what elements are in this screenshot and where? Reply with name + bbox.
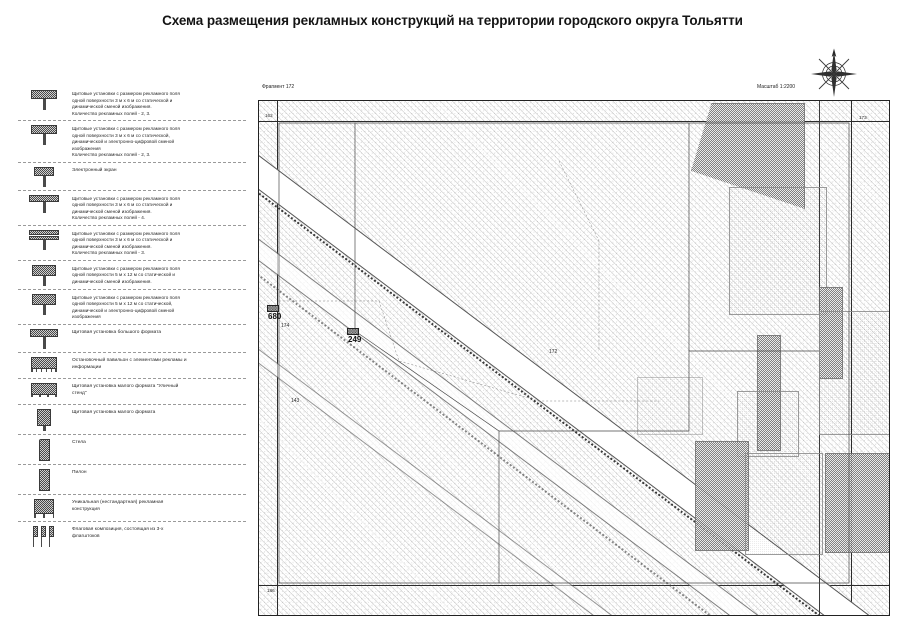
billboard-5x12-digital-icon	[18, 293, 70, 315]
map-frame-number: 162	[265, 113, 273, 118]
map-block	[825, 453, 889, 553]
billboard-marker-icon	[347, 328, 359, 335]
map-marker-249[interactable]: 249	[347, 328, 361, 344]
billboard-3x6-static-dynamic-icon	[18, 89, 70, 110]
legend-item-label: Щитовые установки с размером рекламного …	[72, 230, 180, 256]
legend-item: Щитовая установка большого формата	[18, 325, 246, 353]
large-format-billboard-icon	[18, 328, 70, 349]
map-block	[757, 335, 781, 451]
stela-icon	[18, 438, 70, 461]
map-block	[819, 311, 889, 435]
legend-item-label: Щитовые установки с размером рекламного …	[72, 195, 180, 221]
legend-item: Щитовые установки с размером рекламного …	[18, 121, 246, 163]
electronic-screen-icon	[18, 166, 70, 187]
map-frame-number: 173	[859, 115, 867, 120]
map-grid-line	[277, 101, 278, 615]
billboard-5x12-static-dynamic-icon	[18, 264, 70, 286]
map-marker-label: 680	[268, 311, 282, 321]
map-scale-label: Масштаб 1:2200	[757, 84, 796, 90]
legend-item-label: Щитовые установки с размером рекламного …	[72, 294, 180, 320]
map-block	[737, 391, 799, 457]
map-block	[819, 287, 843, 379]
legend-item: Щитовая установка малого формата	[18, 405, 246, 435]
compass-rose-icon	[808, 48, 860, 100]
map-number: 172	[549, 349, 558, 355]
legend-item: Флаговая композиция, состоящая из 3-х фл…	[18, 522, 246, 550]
small-format-street-stand-icon	[18, 382, 70, 397]
legend-item-label: Уникальная (нестандартная) рекламная кон…	[72, 499, 164, 512]
legend-item: Электронный экран	[18, 163, 246, 191]
legend-item: Щитовые установки с размером рекламного …	[18, 290, 246, 325]
map-block	[695, 441, 749, 551]
legend-item: Щитовые установки с размером рекламного …	[18, 86, 246, 122]
legend-item: Пилон	[18, 465, 246, 495]
legend-item: Стела	[18, 435, 246, 465]
legend-item: Щитовая установка малого формата "Уличны…	[18, 379, 246, 405]
bus-stop-pavilion-icon	[18, 356, 70, 372]
map-number: 143	[291, 398, 300, 404]
map-boundary-lines	[278, 122, 850, 584]
map-block	[745, 453, 823, 555]
small-format-billboard-icon	[18, 408, 70, 431]
legend-item-label: Щитовые установки с размером рекламного …	[72, 91, 180, 116]
flag-composition-icon	[18, 525, 70, 547]
legend-item-label: Остановочный павильон с элементами рекла…	[72, 357, 187, 370]
legend-item: Щитовые установки с размером рекламного …	[18, 226, 246, 261]
legend-item-label: Щитовые установки с размером рекламного …	[72, 126, 180, 158]
billboard-marker-icon	[267, 305, 279, 312]
legend-item: Уникальная (нестандартная) рекламная кон…	[18, 495, 246, 522]
legend-panel: Щитовые установки с размером рекламного …	[18, 86, 246, 550]
legend-item-label: Щитовая установка малого формата	[72, 409, 156, 415]
page-title: Схема размещения рекламных конструкций н…	[162, 13, 743, 28]
billboard-3x6-fields-3-icon	[18, 229, 70, 250]
legend-item-label: Щитовая установка малого формата "Уличны…	[72, 383, 179, 396]
map-number: 174	[281, 323, 290, 329]
map-block	[637, 377, 703, 435]
billboard-3x6-digital-icon	[18, 124, 70, 146]
legend-item-label: Электронный экран	[72, 167, 117, 173]
legend-item: Щитовые установки с размером рекламного …	[18, 191, 246, 226]
legend-item-label: Щитовые установки с размером рекламного …	[72, 265, 180, 284]
map-fragment-view[interactable]: 172 174 143 162 173 186 680 249	[258, 100, 890, 616]
map-marker-680[interactable]: 680	[267, 305, 281, 321]
billboard-3x6-fields-4-icon	[18, 194, 70, 213]
legend-item: Щитовые установки с размером рекламного …	[18, 261, 246, 290]
map-grid-line	[851, 101, 852, 615]
map-block	[729, 187, 827, 315]
legend-item: Остановочный павильон с элементами рекла…	[18, 353, 246, 379]
map-fragment-label: Фрагмент 172	[262, 84, 295, 90]
map-marker-label: 249	[348, 334, 362, 344]
legend-item-label: Пилон	[72, 469, 87, 475]
legend-item-label: Щитовая установка большого формата	[72, 329, 162, 335]
unique-nonstandard-construction-icon	[18, 498, 70, 518]
legend-item-label: Стела	[72, 439, 86, 445]
map-frame-number: 186	[267, 588, 275, 593]
pylon-icon	[18, 468, 70, 491]
legend-item-label: Флаговая композиция, состоящая из 3-х фл…	[72, 526, 164, 539]
map-grid-line	[259, 121, 889, 122]
